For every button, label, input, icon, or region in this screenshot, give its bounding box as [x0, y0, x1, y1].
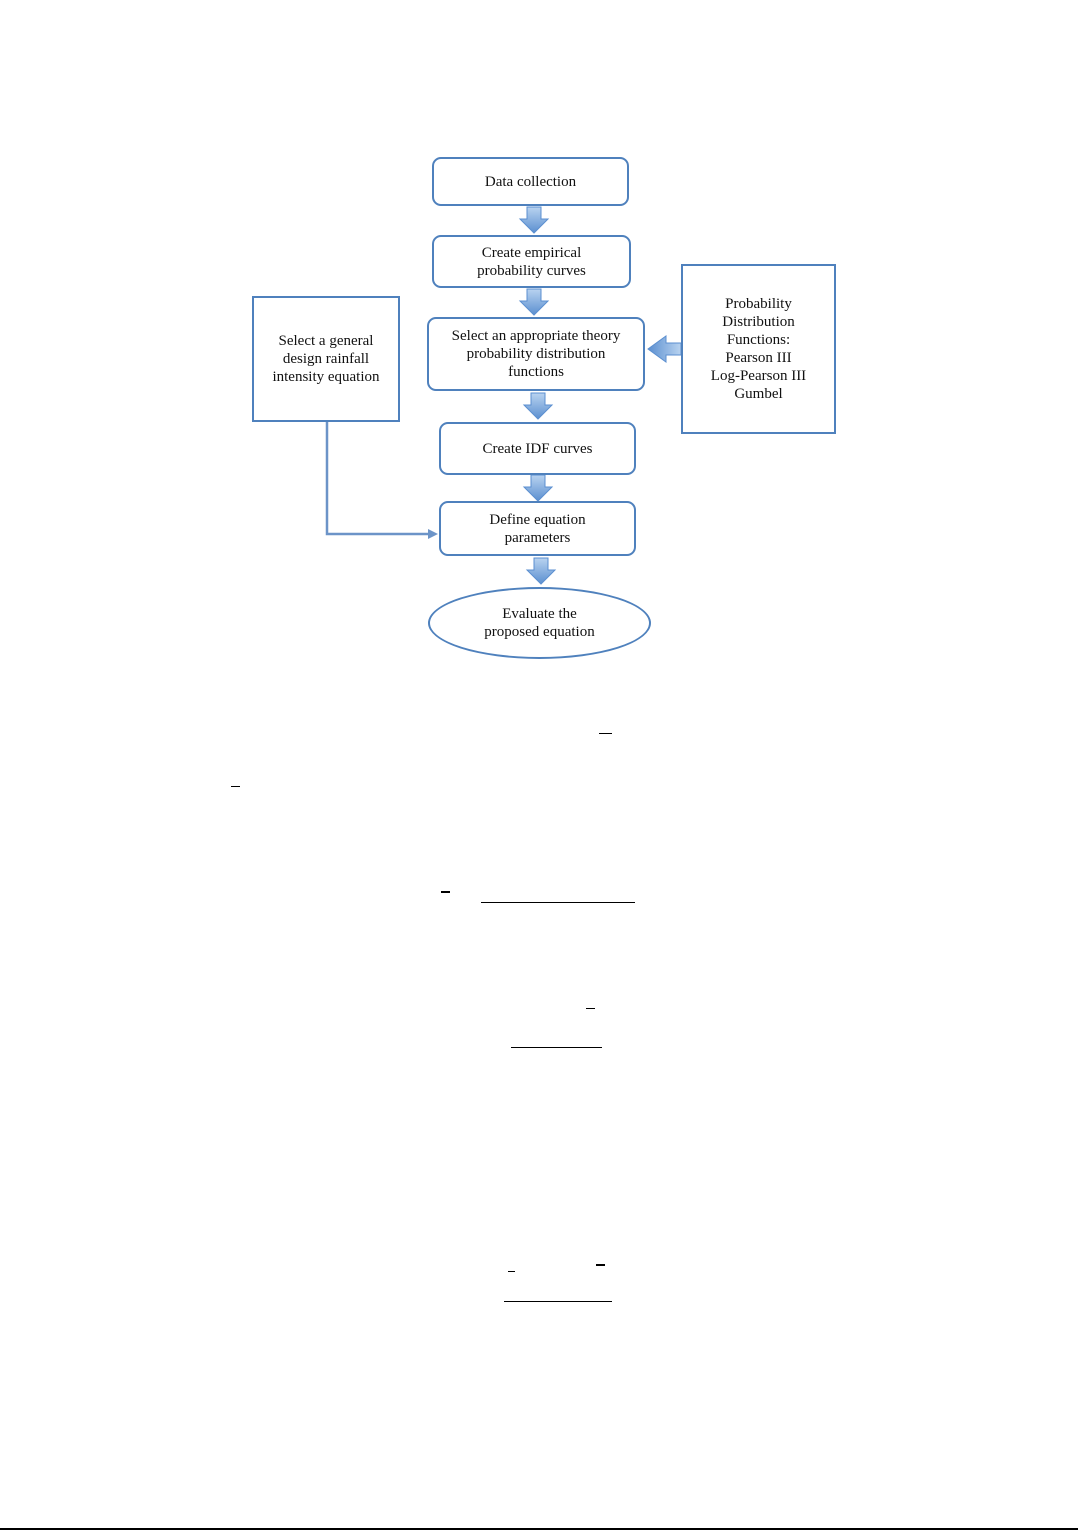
arrow-left-icon: [647, 335, 682, 363]
arrow-down-icon: [525, 557, 557, 585]
overbar-mark: [586, 1008, 595, 1009]
distribution-functions-label: Probability Distribution Functions: Pear…: [710, 296, 807, 402]
distribution-functions-box: Probability Distribution Functions: Pear…: [681, 264, 836, 434]
select-general-box: Select a general design rainfall intensi…: [252, 296, 400, 422]
elbow-connector: [325, 421, 431, 536]
evaluate-oval: Evaluate the proposed equation: [428, 587, 651, 659]
page-bottom-rule: [0, 1528, 1078, 1530]
select-theory-label: Select an appropriate theory probability…: [451, 328, 621, 380]
evaluate-label: Evaluate the proposed equation: [484, 606, 595, 640]
create-idf-label: Create IDF curves: [482, 440, 593, 457]
fraction-line: [511, 1047, 602, 1048]
overbar-mark: [441, 891, 450, 893]
fraction-line: [504, 1301, 612, 1302]
arrow-down-icon: [518, 288, 550, 316]
fraction-line: [481, 902, 635, 903]
define-parameters-box: Define equation parameters: [439, 501, 636, 556]
define-parameters-label: Define equation parameters: [489, 511, 586, 546]
create-empirical-label: Create empirical probability curves: [477, 244, 586, 279]
data-collection-label: Data collection: [484, 173, 577, 190]
data-collection-box: Data collection: [432, 157, 629, 206]
arrowhead-icon: [428, 529, 438, 539]
arrow-down-icon: [518, 206, 550, 234]
select-general-label: Select a general design rainfall intensi…: [272, 333, 380, 385]
select-theory-box: Select an appropriate theory probability…: [427, 317, 645, 391]
overbar-mark: [596, 1264, 605, 1266]
arrow-down-icon: [522, 474, 554, 502]
create-empirical-box: Create empirical probability curves: [432, 235, 631, 288]
overbar-mark: [508, 1271, 515, 1272]
overbar-mark: [231, 786, 240, 787]
arrow-down-icon: [522, 392, 554, 420]
overbar-mark: [599, 733, 612, 734]
create-idf-box: Create IDF curves: [439, 422, 636, 475]
